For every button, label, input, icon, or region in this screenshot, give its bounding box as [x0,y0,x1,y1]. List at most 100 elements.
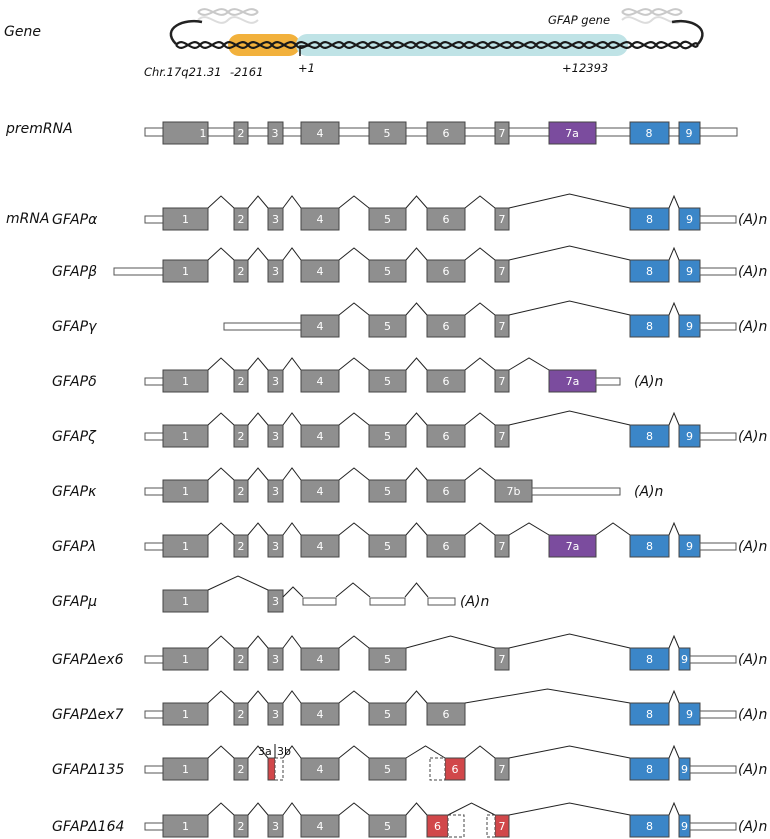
exon-label: 4 [317,430,324,443]
splice-junction [282,467,302,481]
exon-box [426,121,466,145]
exon-label: 4 [317,265,324,278]
gene-body-region [296,34,628,56]
exon-box [300,207,340,231]
exon-label: 5 [384,320,391,333]
splice-junction [247,412,269,426]
splice-junction [338,690,370,704]
exon-box [494,207,510,231]
exon-label: 3 [272,653,279,666]
splice-junction [247,467,269,481]
exon-label: 1 [182,375,189,388]
exon-box [494,314,510,338]
utr-segment [531,487,621,496]
exon-label: 1 [182,430,189,443]
splice-junction [207,635,235,649]
exon-label: 5 [384,540,391,553]
splice-junction [405,357,428,371]
splice-junction [405,247,428,261]
splice-junction [282,635,302,649]
exon-label: 5 [384,653,391,666]
isoform-name: GFAPβ [52,264,97,280]
splice-junction [282,522,302,536]
exon-label: 8 [646,763,653,776]
exon-box [162,814,209,838]
exon-box [629,207,670,231]
splice-junction [668,246,680,261]
tss-label: +1 [298,61,315,75]
exon-box [494,259,510,283]
exon-label: 1 [182,820,189,833]
splice-junction [405,745,446,759]
exon-box [368,647,407,671]
exon-label: 6 [434,820,441,833]
exon-box [368,479,407,503]
premrna-exons: 1 2 3 4 5 6 7 7a 8 9 [162,121,701,145]
splice-junction [282,412,302,426]
utr-segment [699,542,737,551]
splice-junction [247,635,269,649]
splice-junction [247,357,269,371]
exon-label: 8 [646,540,653,553]
isoform-name: GFAPδ [52,374,97,390]
exon-box [267,757,276,781]
splice-junction [207,467,235,481]
splice-junction [207,522,235,536]
exon-box [426,314,466,338]
isoform-name: GFAPΔex7 [52,707,124,723]
splice-junction [668,411,680,426]
exon-box [494,369,510,393]
exon-label: 6 [443,320,450,333]
exon-label: 3 [272,213,279,226]
exon-label: 5 [384,265,391,278]
splice-junction [405,802,428,816]
exon-box [233,814,249,838]
utr-segment [699,215,737,224]
splice-junction [207,745,235,759]
exon-label: 8 [646,213,653,226]
utr-segment [144,432,164,441]
chromosome-label: Chr.17q21.31 [144,65,222,79]
splice-junction [405,635,496,649]
splice-junction [464,357,496,371]
exon-label: 7 [499,820,506,833]
exon-box [426,259,466,283]
exon-box [494,647,510,671]
exon-label: 9 [686,430,693,443]
splice-junction [282,586,304,598]
splice-junction [464,195,496,209]
splice-junction [464,412,496,426]
exon-label: 8 [646,265,653,278]
utr-segment [699,710,737,719]
exon-box [629,259,670,283]
splice-junction [508,357,550,371]
exon-box [162,207,209,231]
exon-box [233,647,249,671]
exon-label: 6 [443,265,450,278]
exon-label: 6 [443,430,450,443]
exon-box [368,702,407,726]
exon-box [629,121,670,145]
deleted-exon-part [447,814,465,838]
splice-junction [668,521,680,536]
exon-label: 3 [272,265,279,278]
polya-tail: (A)n [738,212,767,228]
exon-label: 1 [200,127,207,140]
gene-name-label: GFAP gene [548,13,610,27]
exon-box [678,121,701,145]
exon-box [494,424,510,448]
exon-box [629,314,670,338]
exon-label: 2 [238,213,245,226]
exon-label: 5 [384,375,391,388]
mrna-label: mRNA [6,211,49,227]
exon-box [629,424,670,448]
utr-segment [144,377,164,386]
splice-junction [338,195,370,209]
